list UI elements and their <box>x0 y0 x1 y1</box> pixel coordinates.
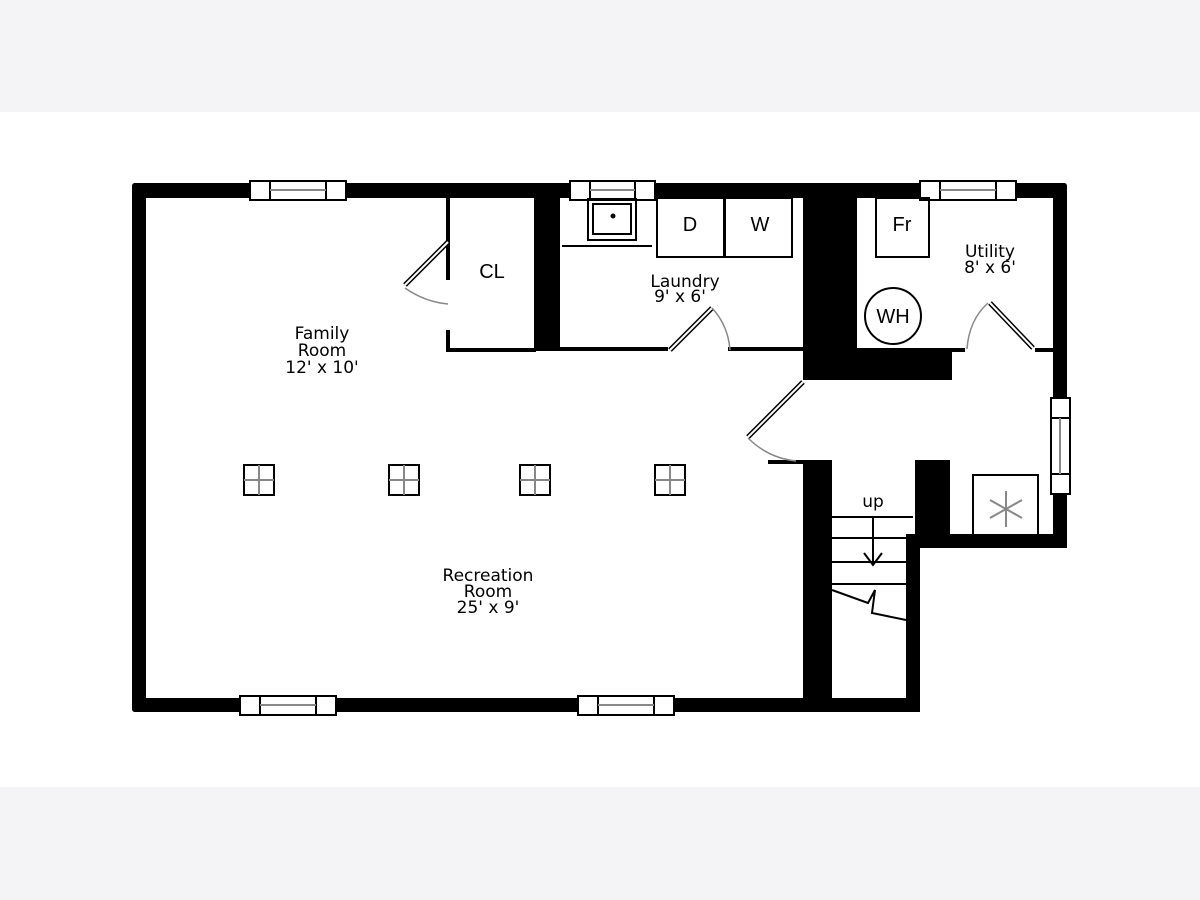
washer-label: W <box>751 214 770 236</box>
water-heater-label: WH <box>876 306 909 328</box>
washer <box>724 197 793 258</box>
laundry-label: Laundry <box>650 272 719 292</box>
ac-unit <box>972 474 1039 536</box>
windows <box>239 180 1071 716</box>
family-room-size: 12' x 10' <box>285 358 358 378</box>
laundry-size: 9' x 6' <box>654 287 706 307</box>
fridge <box>875 197 930 258</box>
dryer-label: D <box>683 214 697 236</box>
family-room-label: Family <box>295 324 350 344</box>
utility-size: 8' x 6' <box>964 258 1016 278</box>
family-room-label-2: Room <box>298 341 346 361</box>
plan-canvas <box>0 112 1200 787</box>
stairs <box>831 516 913 621</box>
sink-icon <box>587 198 637 241</box>
fridge-label: Fr <box>893 214 912 236</box>
room-labels: Family Room 12' x 10' Recreation Room 25… <box>285 214 1016 618</box>
laundry-fixtures <box>562 197 1039 536</box>
recreation-room-label: Recreation <box>443 566 534 586</box>
recreation-room-label-2: Room <box>464 582 512 602</box>
utility-label: Utility <box>965 242 1015 262</box>
closet-label: CL <box>479 261 505 283</box>
snowflake-icon <box>989 491 1023 527</box>
doors <box>403 240 1035 462</box>
water-heater <box>864 287 922 345</box>
stairs-up-label: up <box>862 492 884 512</box>
recreation-room-size: 25' x 9' <box>457 598 520 618</box>
ceiling-lights <box>243 464 686 496</box>
